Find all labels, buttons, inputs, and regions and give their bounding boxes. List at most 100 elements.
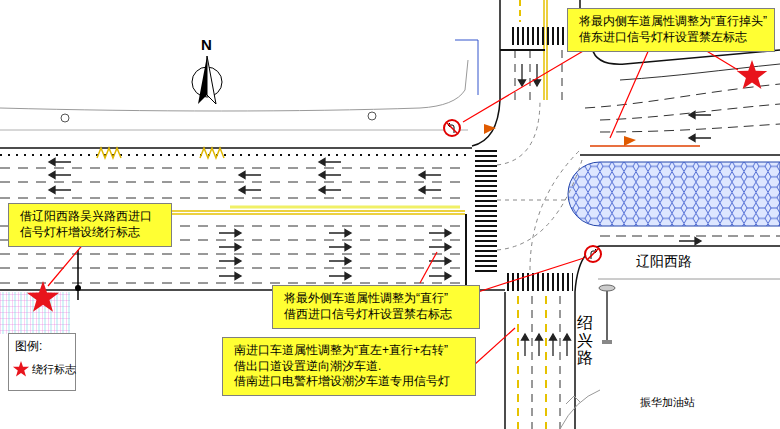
- lane-arrow: [679, 238, 701, 245]
- detour-star: [27, 281, 59, 312]
- lane-arrow: [219, 273, 241, 280]
- callout-box: 南进口车道属性调整为“直左+直行+右转” 借出口道设置逆向潮汐车道. 借南进口电…: [222, 337, 476, 396]
- legend-swatch: [12, 360, 30, 378]
- lane-line: [532, 296, 533, 429]
- guide-line: [497, 100, 540, 165]
- lamp-post: [599, 285, 615, 344]
- road-edge: [504, 292, 506, 429]
- callout-text: 将最内侧车道属性调整为“直行掉头” 借东进口信号灯杆设置禁左标志: [579, 14, 763, 45]
- lane-arrow: [319, 187, 341, 194]
- lane-line: [515, 50, 516, 100]
- south-road: [505, 282, 600, 429]
- lamp-base: [602, 340, 612, 344]
- sign-ring: [444, 120, 460, 136]
- lane-line: [560, 296, 561, 429]
- lane-line: [0, 198, 465, 199]
- median-pattern: [568, 162, 780, 226]
- leader-line: [420, 252, 437, 283]
- sign-slash: [588, 249, 598, 259]
- east-road: [568, 48, 780, 292]
- center-line: [155, 210, 465, 212]
- callout-text: 借辽阳西路吴兴路西进口 信号灯杆增设绕行标志: [20, 209, 160, 240]
- lane-line: [585, 84, 780, 108]
- signal-pole: [77, 250, 79, 300]
- lane-marker: [590, 145, 700, 147]
- verge-line: [0, 60, 468, 111]
- star-symbol: [13, 361, 29, 376]
- callout-box: 将最内侧车道属性调整为“直行掉头” 借东进口信号灯杆设置禁左标志: [567, 8, 775, 52]
- road-edge: [472, 0, 500, 146]
- stop-line: [465, 214, 467, 290]
- lane-line: [0, 283, 465, 284]
- detour-star: [737, 60, 767, 89]
- lane-line: [0, 254, 465, 255]
- lane-arrow: [534, 64, 541, 86]
- guide-line: [497, 160, 582, 250]
- lane-line: [562, 50, 563, 100]
- lane-arrow: [319, 172, 341, 179]
- guide-line: [530, 150, 580, 270]
- legend-text: 绕行标志: [32, 362, 76, 377]
- road-edge: [575, 246, 780, 292]
- lane-arrow: [329, 244, 351, 251]
- compass-needle: [207, 56, 216, 104]
- signal-flag: [624, 136, 636, 146]
- leader-line: [478, 258, 584, 292]
- signal-flag: [484, 124, 496, 134]
- lane-arrow: [219, 258, 241, 265]
- north-arrow: [192, 56, 222, 104]
- lane-arrow: [429, 230, 451, 237]
- lamp-pole: [606, 291, 608, 340]
- lane-arrow: [49, 172, 71, 179]
- place-name: 振华加油站: [640, 396, 695, 408]
- road-edge: [580, 154, 780, 156]
- light-pole: [368, 112, 376, 120]
- lane-arrow: [689, 112, 711, 119]
- lane-arrow: [219, 230, 241, 237]
- tidal-lane-line: [517, 296, 519, 429]
- lane-arrow: [550, 334, 557, 356]
- crosswalk: [475, 150, 497, 274]
- lane-arrow: [689, 135, 711, 142]
- lane-line: [600, 236, 780, 237]
- callout-box: 借辽阳西路吴兴路西进口 信号灯杆增设绕行标志: [8, 203, 172, 247]
- guide-line: [497, 200, 570, 201]
- compass-letter: N: [201, 36, 212, 53]
- dotted-line: [0, 154, 470, 156]
- center-line: [546, 0, 548, 100]
- gas-station-outline: [560, 390, 600, 429]
- west-road: [0, 148, 505, 290]
- tidal-lane-line: [545, 296, 547, 429]
- lane-arrow: [329, 230, 351, 237]
- lane-line: [0, 168, 465, 169]
- callout-text: 南进口车道属性调整为“直左+直行+右转” 借出口道设置逆向潮汐车道. 借南进口电…: [234, 343, 464, 390]
- lane-arrow: [49, 159, 71, 166]
- leader-line: [48, 242, 85, 286]
- legend-heading: 图例:: [15, 339, 42, 353]
- lane-line: [600, 124, 780, 132]
- lane-line: [519, 0, 521, 22]
- road-name: 绍兴路: [577, 314, 593, 366]
- lane-line: [0, 182, 465, 183]
- road-name: 辽阳西路: [636, 253, 692, 269]
- no-left-sign: [444, 120, 460, 136]
- road-edge: [0, 147, 472, 149]
- compass-needle: [198, 56, 207, 104]
- zigzag-marking: [200, 148, 224, 158]
- sign-slash: [447, 123, 457, 133]
- median: [568, 162, 780, 226]
- highlight-line: [230, 206, 460, 209]
- lane-line: [600, 104, 780, 120]
- lane-arrow: [239, 172, 261, 179]
- lane-arrow: [329, 258, 351, 265]
- lane-arrow: [519, 64, 526, 86]
- lane-arrow: [319, 159, 341, 166]
- lane-arrow: [564, 334, 571, 356]
- lane-arrow: [419, 172, 441, 179]
- crosswalk: [507, 273, 573, 291]
- leader-line: [610, 47, 650, 138]
- stop-line: [500, 49, 545, 51]
- leader-line: [474, 328, 515, 365]
- lane-line: [530, 50, 531, 100]
- lamp-head: [599, 285, 615, 291]
